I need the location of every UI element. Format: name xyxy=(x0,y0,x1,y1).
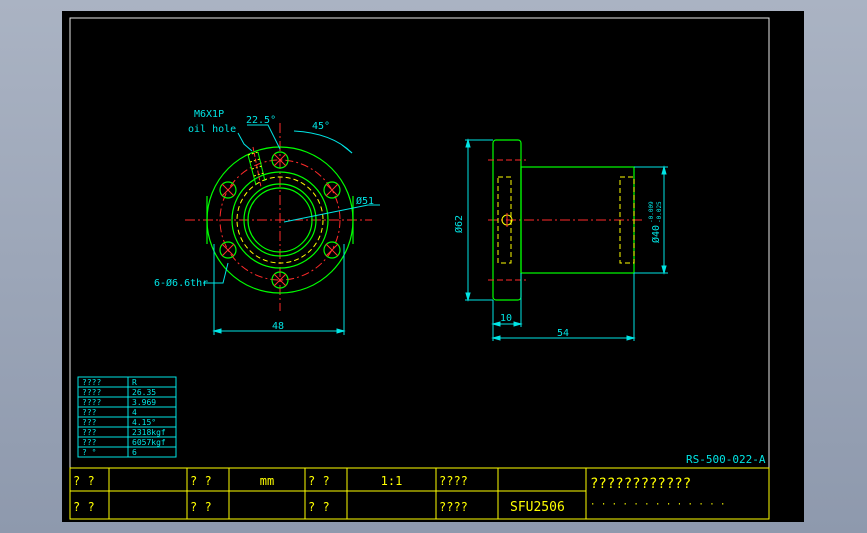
flange-thk-label: 10 xyxy=(500,313,512,324)
title-cell-r2-7: SFU2506 xyxy=(510,500,565,515)
bolt-holes xyxy=(219,151,341,289)
company-subtitle: · · · · · · · · · · · · · xyxy=(590,500,725,510)
spec-value: 3.969 xyxy=(132,398,156,407)
title-cell-r2-0: ? ? xyxy=(73,500,95,514)
title-cell-r2-2: ? ? xyxy=(190,500,212,514)
title-cell-r1-6: ???? xyxy=(439,474,468,488)
hidden-bore-flange xyxy=(497,176,512,264)
spec-table: ???? R???? 26.35???? 3.969??? 4??? 4.15°??? 23… xyxy=(77,376,177,458)
spec-key: ? ° xyxy=(82,448,96,457)
angle-leader-a xyxy=(247,124,281,150)
bore-inner xyxy=(247,187,313,253)
title-cell-r1-4: ? ? xyxy=(308,474,330,488)
angle-label-a: 22.5° xyxy=(246,115,276,126)
spec-value: 26.35 xyxy=(132,388,156,397)
spec-key: ??? xyxy=(82,438,97,447)
thread-label: M6X1P xyxy=(194,109,224,120)
title-block: ? ? ? ? mm ? ? 1:1???? ? ? ? ? ? ????? SFU2506 ?… xyxy=(69,467,770,520)
bolt-dim-label: 6-Ø6.6thr xyxy=(154,277,208,289)
body-tol-lower: -0.025 xyxy=(656,201,663,223)
spec-value: 2318kgf xyxy=(132,428,166,437)
spec-key: ??? xyxy=(82,408,97,417)
title-cell-r1-5: 1:1 xyxy=(381,474,403,488)
spec-key: ???? xyxy=(82,378,101,387)
spec-value: 6057kgf xyxy=(132,438,166,447)
title-cell-r2-6: ???? xyxy=(439,500,468,514)
bolt-pitch-circle xyxy=(219,159,341,281)
angle-label-b: 45° xyxy=(312,121,330,132)
cad-viewport[interactable]: M6X1P oil hole 22.5° 45° Ø51 6-Ø6.6thr 4… xyxy=(62,11,804,522)
hidden-bore-body xyxy=(619,176,635,264)
bolt-hole xyxy=(219,181,237,199)
oil-hole-label: oil hole xyxy=(188,124,236,135)
spec-value: 4.15° xyxy=(132,418,156,427)
front-dimensions xyxy=(203,124,380,335)
side-view: Ø62 Ø40 -0.009 -0.025 10 54 xyxy=(453,138,668,341)
bolt-hole xyxy=(271,151,289,169)
drawing-canvas: M6X1P oil hole 22.5° 45° Ø51 6-Ø6.6thr 4… xyxy=(69,17,770,520)
body-outline xyxy=(231,171,329,269)
oil-hole-leader xyxy=(237,132,253,152)
spec-value: R xyxy=(132,378,137,387)
bolt-hole-centers xyxy=(221,153,339,287)
bolt-hole xyxy=(323,241,341,259)
spec-value: 6 xyxy=(132,448,137,457)
title-cell-r1-0: ? ? xyxy=(73,474,95,488)
title-cell-r1-2: ? ? xyxy=(190,474,212,488)
title-cell-r1-3: mm xyxy=(260,474,274,488)
oil-hole xyxy=(247,146,266,188)
bolt-hole xyxy=(219,241,237,259)
pcd-dim-label: Ø51 xyxy=(356,195,374,207)
title-cell-r2-4: ? ? xyxy=(308,500,330,514)
body-dia-label: Ø40 xyxy=(650,225,662,243)
spec-value: 4 xyxy=(132,408,137,417)
spec-key: ??? xyxy=(82,428,97,437)
drawing-number: RS-500-022-A xyxy=(686,453,766,466)
spec-key: ???? xyxy=(82,388,101,397)
company-name: ???????????? xyxy=(590,476,691,492)
width-dim-label: 48 xyxy=(272,321,284,332)
spec-key: ???? xyxy=(82,398,101,407)
pcd-leader xyxy=(283,204,380,223)
flange-dia-label: Ø62 xyxy=(453,215,465,233)
bolt-hole-leader xyxy=(203,262,229,284)
bore-outer xyxy=(243,183,317,257)
angle-arc-b xyxy=(293,130,353,154)
bolt-hole xyxy=(271,271,289,289)
body-tol-upper: -0.009 xyxy=(648,201,655,223)
spec-key: ??? xyxy=(82,418,97,427)
front-view: M6X1P oil hole 22.5° 45° Ø51 6-Ø6.6thr 4… xyxy=(154,109,380,335)
side-dimensions xyxy=(465,138,668,341)
thread-major-hidden xyxy=(236,176,324,264)
length-label: 54 xyxy=(557,328,569,339)
bolt-hole xyxy=(323,181,341,199)
